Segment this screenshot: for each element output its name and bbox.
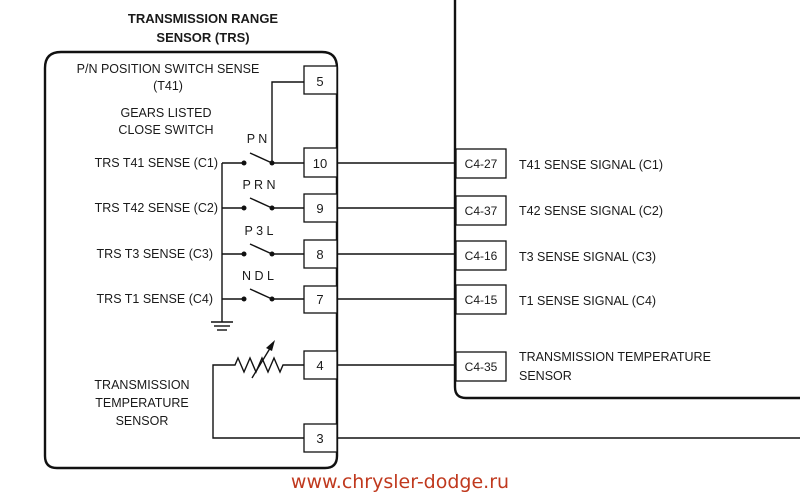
gears-note-line2: CLOSE SWITCH [118, 123, 213, 137]
temp-signal-label-line2: SENSOR [519, 369, 572, 383]
connector-c4-37-box [455, 195, 507, 226]
connector-c4-35-label: C4-35 [465, 360, 498, 374]
connector-c4-16-label: C4-16 [465, 249, 498, 263]
pin-7-label: 7 [316, 292, 323, 307]
trs-component-box [43, 50, 339, 470]
pin-3-label: 3 [316, 431, 323, 446]
connector-c4-15-label: C4-15 [465, 293, 498, 307]
pin-8-box [303, 239, 338, 269]
switch-gears-c1: P N [247, 132, 268, 146]
pin-3-box [303, 423, 338, 453]
switch-contact-icon [241, 296, 247, 302]
temp-sensor-label-line1: TRANSMISSION [94, 378, 189, 392]
pin-4-box [303, 350, 338, 380]
temp-signal-label-line1: TRANSMISSION TEMPERATURE [519, 350, 711, 364]
switch-gears-c4: N D L [242, 269, 274, 283]
switch-label-c4: TRS T1 SENSE (C4) [97, 292, 213, 306]
pin-4-label: 4 [316, 358, 323, 373]
switch-contact-icon [241, 205, 247, 211]
pin-9-label: 9 [316, 201, 323, 216]
signal-label-c1: T41 SENSE SIGNAL (C1) [519, 158, 663, 172]
switch-row-c2: TRS T42 SENSE (C2) P R N 9 C4-37 T42 SEN… [95, 178, 663, 226]
temperature-sensor-circuit: TRANSMISSION TEMPERATURE SENSOR 4 3 C4-3… [94, 340, 800, 453]
switch-row-c4: TRS T1 SENSE (C4) N D L 7 C4-15 T1 SENSE… [97, 269, 656, 315]
watermark-link[interactable]: www.chrysler-dodge.ru [291, 471, 509, 493]
pn-sense-wire [271, 81, 304, 163]
pn-position-switch-sublabel: (T41) [153, 79, 183, 93]
pn-position-switch-label: P/N POSITION SWITCH SENSE [77, 62, 260, 76]
pin-5-label: 5 [316, 74, 323, 89]
connector-c4-27-box [455, 148, 507, 179]
open-switch-icon [249, 243, 273, 255]
switch-contact-icon [241, 251, 247, 257]
trs-title-line1: TRANSMISSION RANGE [128, 11, 279, 26]
open-switch-icon [249, 288, 273, 300]
variable-arrow-icon [251, 340, 275, 379]
signal-label-c2: T42 SENSE SIGNAL (C2) [519, 204, 663, 218]
pin-7-box [303, 285, 338, 314]
switch-label-c2: TRS T42 SENSE (C2) [95, 201, 218, 215]
pin-10-label: 10 [313, 156, 327, 171]
switch-row-c1: TRS T41 SENSE (C1) P N 10 C4-27 T41 SENS… [95, 132, 663, 179]
switch-label-c1: TRS T41 SENSE (C1) [95, 156, 218, 170]
pin-5-box [303, 65, 338, 95]
pin-9-box [303, 193, 338, 223]
gears-note-line1: GEARS LISTED [121, 106, 212, 120]
open-switch-icon [249, 197, 273, 209]
switch-contact-icon [241, 160, 247, 166]
pcm-module-box [453, 0, 800, 400]
temp-sensor-label-line3: SENSOR [116, 414, 169, 428]
switch-label-c3: TRS T3 SENSE (C3) [97, 247, 213, 261]
connector-c4-35-box [455, 351, 507, 382]
connector-c4-15-box [455, 284, 507, 315]
switch-gears-c3: P 3 L [245, 224, 274, 238]
switch-gears-c2: P R N [242, 178, 275, 192]
temp-sensor-label-line2: TEMPERATURE [95, 396, 189, 410]
thermistor-icon [212, 356, 304, 439]
pin-10-box [303, 147, 338, 178]
connector-c4-27-label: C4-27 [465, 157, 498, 171]
ground-icon [211, 321, 233, 331]
trs-title-line2: SENSOR (TRS) [156, 30, 249, 45]
connector-c4-16-box [455, 240, 507, 271]
switch-row-c3: TRS T3 SENSE (C3) P 3 L 8 C4-16 T3 SENSE… [97, 224, 656, 271]
signal-label-c4: T1 SENSE SIGNAL (C4) [519, 294, 656, 308]
open-switch-icon [249, 152, 273, 164]
signal-label-c3: T3 SENSE SIGNAL (C3) [519, 250, 656, 264]
pin-8-label: 8 [316, 247, 323, 262]
connector-c4-37-label: C4-37 [465, 204, 498, 218]
